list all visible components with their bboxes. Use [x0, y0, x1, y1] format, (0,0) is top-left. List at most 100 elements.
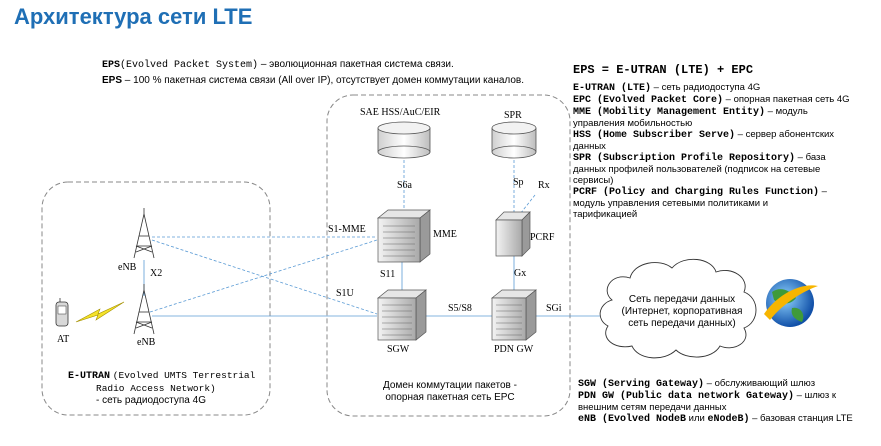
s11-label: S11 — [380, 269, 396, 280]
e-utran-line2: Radio Access Network) — [96, 383, 216, 394]
pdn-gw-label: PDN GW — [494, 344, 534, 355]
definition-term: EPC (Evolved Packet Core) — [573, 95, 724, 106]
s1-mme-label: S1-MME — [328, 224, 366, 235]
eps-formula: EPS = E-UTRAN (LTE) + EPC — [573, 63, 754, 77]
pcrf-label: PCRF — [530, 232, 555, 243]
mme-label: MME — [433, 229, 457, 240]
bottom-definitions: SGW (Serving Gateway) – обслуживающий шл… — [578, 378, 878, 425]
enb-bottom-label: eNB — [137, 337, 156, 348]
e-utran-line3: - сеть радиодоступа 4G — [96, 395, 206, 406]
internet-globe-icon — [764, 279, 818, 327]
definition-text: данных — [573, 141, 606, 152]
definition-text: – сеть радиодоступа 4G — [651, 82, 761, 93]
x2-label: X2 — [150, 268, 163, 279]
intro-line-eps-all-ip: EPS – 100 % пакетная система связи (All … — [102, 75, 524, 86]
definition-text: тарификацией — [573, 209, 638, 220]
sgw-label: SGW — [387, 344, 410, 355]
core-caption: Домен коммутации пакетов - опорная пакет… — [360, 380, 540, 404]
cloud-caption-line2: (Интернет, корпоративная — [621, 306, 743, 317]
rx-link — [519, 194, 536, 215]
definition-text: – модуль — [765, 106, 808, 117]
s1u-link-top — [151, 239, 378, 315]
definition-text: – опорная пакетная сеть 4G — [723, 94, 850, 105]
cloud-caption-line1: Сеть передачи данных — [628, 294, 736, 305]
eps-description: – эволюционная пакетная система связи. — [258, 59, 454, 70]
s1mme-link-bottom — [149, 239, 378, 313]
cloud-caption: Сеть передачи данных (Интернет, корпорат… — [614, 294, 750, 330]
definition-text: модуль управления сетевыми политиками и — [573, 198, 769, 209]
hss-label: SAE HSS/AuC/EIR — [360, 107, 441, 118]
radio-link-lightning-icon — [75, 301, 125, 323]
definition-text: – сервер абонентских — [735, 129, 835, 140]
spr-label: SPR — [504, 110, 522, 121]
e-utran-key: E-UTRAN — [68, 371, 111, 382]
definition-row: SGW (Serving Gateway) – обслуживающий шл… — [578, 378, 878, 390]
sgw-server-icon — [377, 289, 427, 341]
definition-term: SPR (Subscription Profile Repository) — [573, 153, 796, 164]
definition-text: данных профилей пользователей (подписок … — [573, 164, 821, 175]
s5s8-label: S5/S8 — [448, 303, 472, 314]
eps-expansion: (Evolved Packet System) — [120, 60, 259, 71]
definition-row: данных профилей пользователей (подписок … — [573, 164, 873, 175]
definition-row: данных — [573, 141, 873, 152]
definition-row: SPR (Subscription Profile Repository) – … — [573, 152, 873, 164]
at-label: AT — [57, 334, 70, 345]
definition-row: E-UTRAN (LTE) – сеть радиодоступа 4G — [573, 82, 873, 94]
eps-key: EPS — [102, 60, 121, 71]
spr-database-icon — [491, 121, 537, 159]
definition-term: PDN GW (Public data network Gateway) — [578, 391, 795, 402]
definition-term: MME (Mobility Management Entity) — [573, 107, 766, 118]
definition-row: внешним сетям передачи данных — [578, 402, 878, 413]
definition-text: – обслуживающий шлюз — [704, 378, 816, 389]
definition-term: PCRF (Policy and Charging Rules Function… — [573, 187, 820, 198]
sgi-label: SGi — [546, 303, 562, 314]
mme-server-icon — [377, 209, 431, 263]
definition-term: SGW (Serving Gateway) — [578, 379, 705, 390]
intro-line-eps-definition: EPS(Evolved Packet System) – эволюционна… — [102, 59, 454, 71]
gx-label: Gx — [514, 268, 527, 279]
definition-text: управления мобильностью — [573, 118, 693, 129]
definition-term: E-UTRAN (LTE) — [573, 83, 652, 94]
e-utran-region — [41, 181, 271, 416]
definition-row: управления мобильностью — [573, 118, 873, 129]
interface-links — [143, 160, 606, 317]
enb-top-tower-icon — [133, 208, 155, 259]
s6a-label: S6a — [397, 180, 412, 191]
definition-row: HSS (Home Subscriber Serve) – сервер або… — [573, 129, 873, 141]
definition-row: PDN GW (Public data network Gateway) – ш… — [578, 390, 878, 402]
definition-row: тарификацией — [573, 209, 873, 220]
enb-top-label: eNB — [118, 262, 137, 273]
enb-bottom-tower-icon — [133, 284, 155, 335]
definition-text: внешним сетям передачи данных — [578, 402, 727, 413]
definition-row: модуль управления сетевыми политиками и — [573, 198, 873, 209]
eps-key-2: EPS — [102, 75, 123, 86]
definition-text: – база — [795, 152, 826, 163]
definition-term: eNB (Evolved NodeB — [578, 414, 687, 425]
core-caption-line1: Домен коммутации пакетов - — [383, 380, 517, 391]
rx-label: Rx — [538, 180, 550, 191]
data-network-cloud-icon — [599, 258, 757, 359]
pcrf-server-icon — [495, 211, 531, 257]
hss-database-icon — [377, 121, 431, 159]
s1u-label: S1U — [336, 288, 354, 299]
pdn-gw-server-icon — [491, 289, 537, 341]
page-title: Архитектура сети LTE — [14, 4, 253, 29]
definition-row: PCRF (Policy and Charging Rules Function… — [573, 186, 873, 198]
e-utran-line1: (Evolved UMTS Terrestrial — [112, 370, 256, 381]
definition-row: MME (Mobility Management Entity) – модул… — [573, 106, 873, 118]
definition-row: eNB (Evolved NodeB или eNodeB) – базовая… — [578, 413, 878, 425]
definition-row: сервисы) — [573, 175, 873, 186]
sp-label: Sp — [513, 177, 524, 188]
definition-term: HSS (Home Subscriber Serve) — [573, 130, 736, 141]
eps-all-ip-description: – 100 % пакетная система связи (All over… — [122, 75, 525, 86]
cloud-caption-line3: сеть передачи данных) — [628, 318, 736, 329]
definition-text: или — [686, 413, 708, 424]
e-utran-caption: E-UTRAN (Evolved UMTS Terrestrial Radio … — [68, 370, 258, 407]
at-phone-icon — [55, 298, 69, 327]
core-caption-line2: опорная пакетная сеть EPC — [385, 392, 515, 403]
definition-row: EPC (Evolved Packet Core) – опорная паке… — [573, 94, 873, 106]
definition-text: – шлюз к — [794, 390, 837, 401]
definition-text: сервисы) — [573, 175, 614, 186]
